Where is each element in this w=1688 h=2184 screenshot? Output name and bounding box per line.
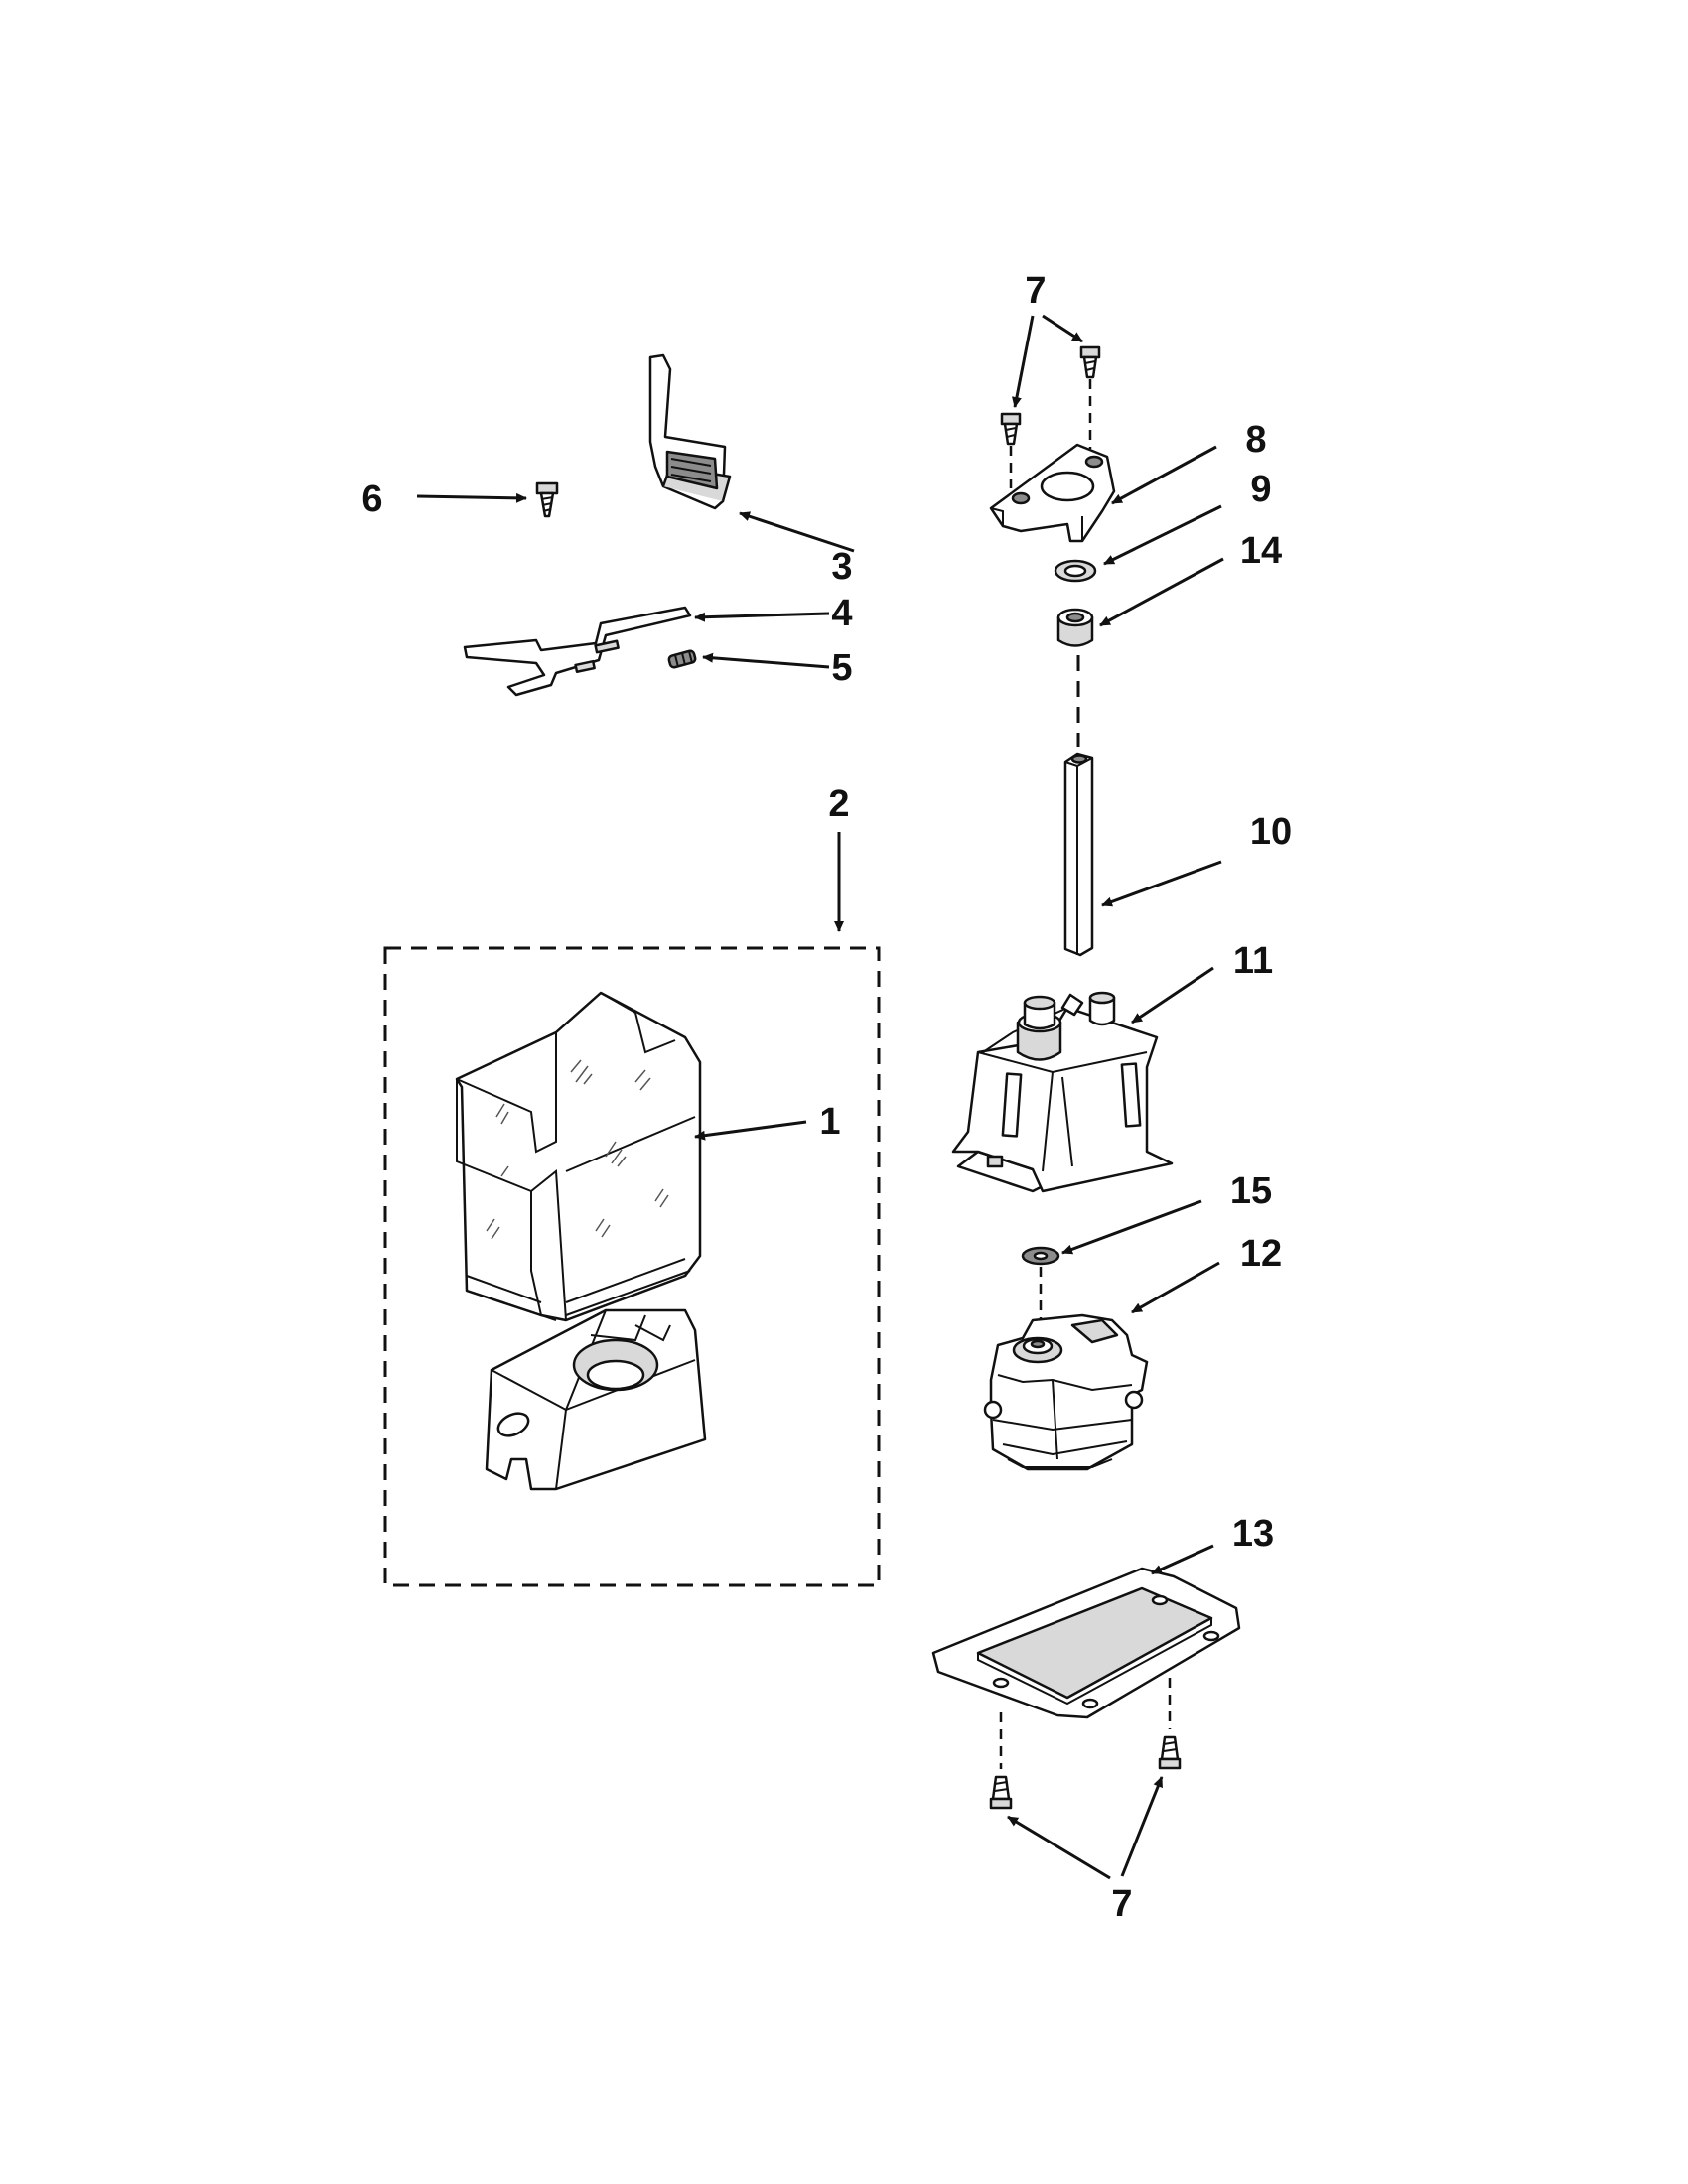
part-15-washer: [1021, 1246, 1060, 1266]
leader-7-bottom-a: [1007, 1815, 1111, 1880]
part-4-lever: [463, 606, 692, 697]
leader-6: [416, 492, 527, 503]
leader-1: [694, 1120, 807, 1141]
callout-12: 12: [1240, 1233, 1282, 1275]
part-1-ice-bin: [455, 991, 707, 1491]
callout-7-bottom: 7: [1111, 1883, 1132, 1925]
part-11-housing: [951, 991, 1174, 1193]
part-3-bracket: [648, 353, 732, 510]
part-10-shaft: [1063, 752, 1094, 957]
leader-5: [702, 652, 830, 669]
part-5-spring: [667, 649, 697, 669]
part-12-gear-motor: [983, 1313, 1149, 1471]
leader-4: [694, 612, 830, 622]
callout-10: 10: [1250, 811, 1292, 853]
callout-7-top: 7: [1025, 270, 1046, 312]
callout-8: 8: [1245, 419, 1266, 461]
part-7-screw-top-left: [1000, 412, 1022, 446]
callout-11: 11: [1233, 940, 1273, 982]
callout-1: 1: [819, 1101, 840, 1143]
callout-13: 13: [1232, 1513, 1274, 1555]
callout-4: 4: [831, 593, 852, 634]
callout-15: 15: [1230, 1170, 1272, 1212]
callout-2: 2: [828, 783, 849, 825]
part-13-gasket: [931, 1567, 1241, 1719]
callout-3: 3: [831, 546, 852, 588]
part-14-bushing: [1056, 608, 1094, 647]
assembly-2-box: [383, 946, 881, 1587]
leader-13: [1151, 1544, 1214, 1575]
leader-14: [1099, 557, 1224, 627]
callout-5: 5: [831, 647, 852, 689]
part-8-bearing-plate: [989, 443, 1116, 543]
part-7-screw-top-right: [1079, 345, 1101, 379]
leader-12: [1131, 1261, 1220, 1314]
leader-10: [1101, 860, 1222, 907]
leader-7-bottom-b: [1120, 1776, 1164, 1877]
callout-6: 6: [361, 478, 382, 520]
callout-9: 9: [1250, 469, 1271, 510]
leader-7-top-a: [1012, 315, 1035, 408]
leader-8: [1111, 445, 1217, 505]
part-7-screw-bottom-left: [989, 1775, 1013, 1810]
leader-3: [739, 511, 855, 553]
callout-14: 14: [1240, 530, 1282, 572]
part-7-screw-bottom-right: [1158, 1735, 1182, 1770]
leader-11: [1131, 966, 1214, 1024]
leader-9: [1103, 504, 1222, 566]
leader-15: [1061, 1199, 1202, 1255]
part-6-screw: [535, 481, 559, 518]
part-9-washer: [1054, 559, 1097, 583]
leader-7-top-b: [1042, 314, 1083, 343]
